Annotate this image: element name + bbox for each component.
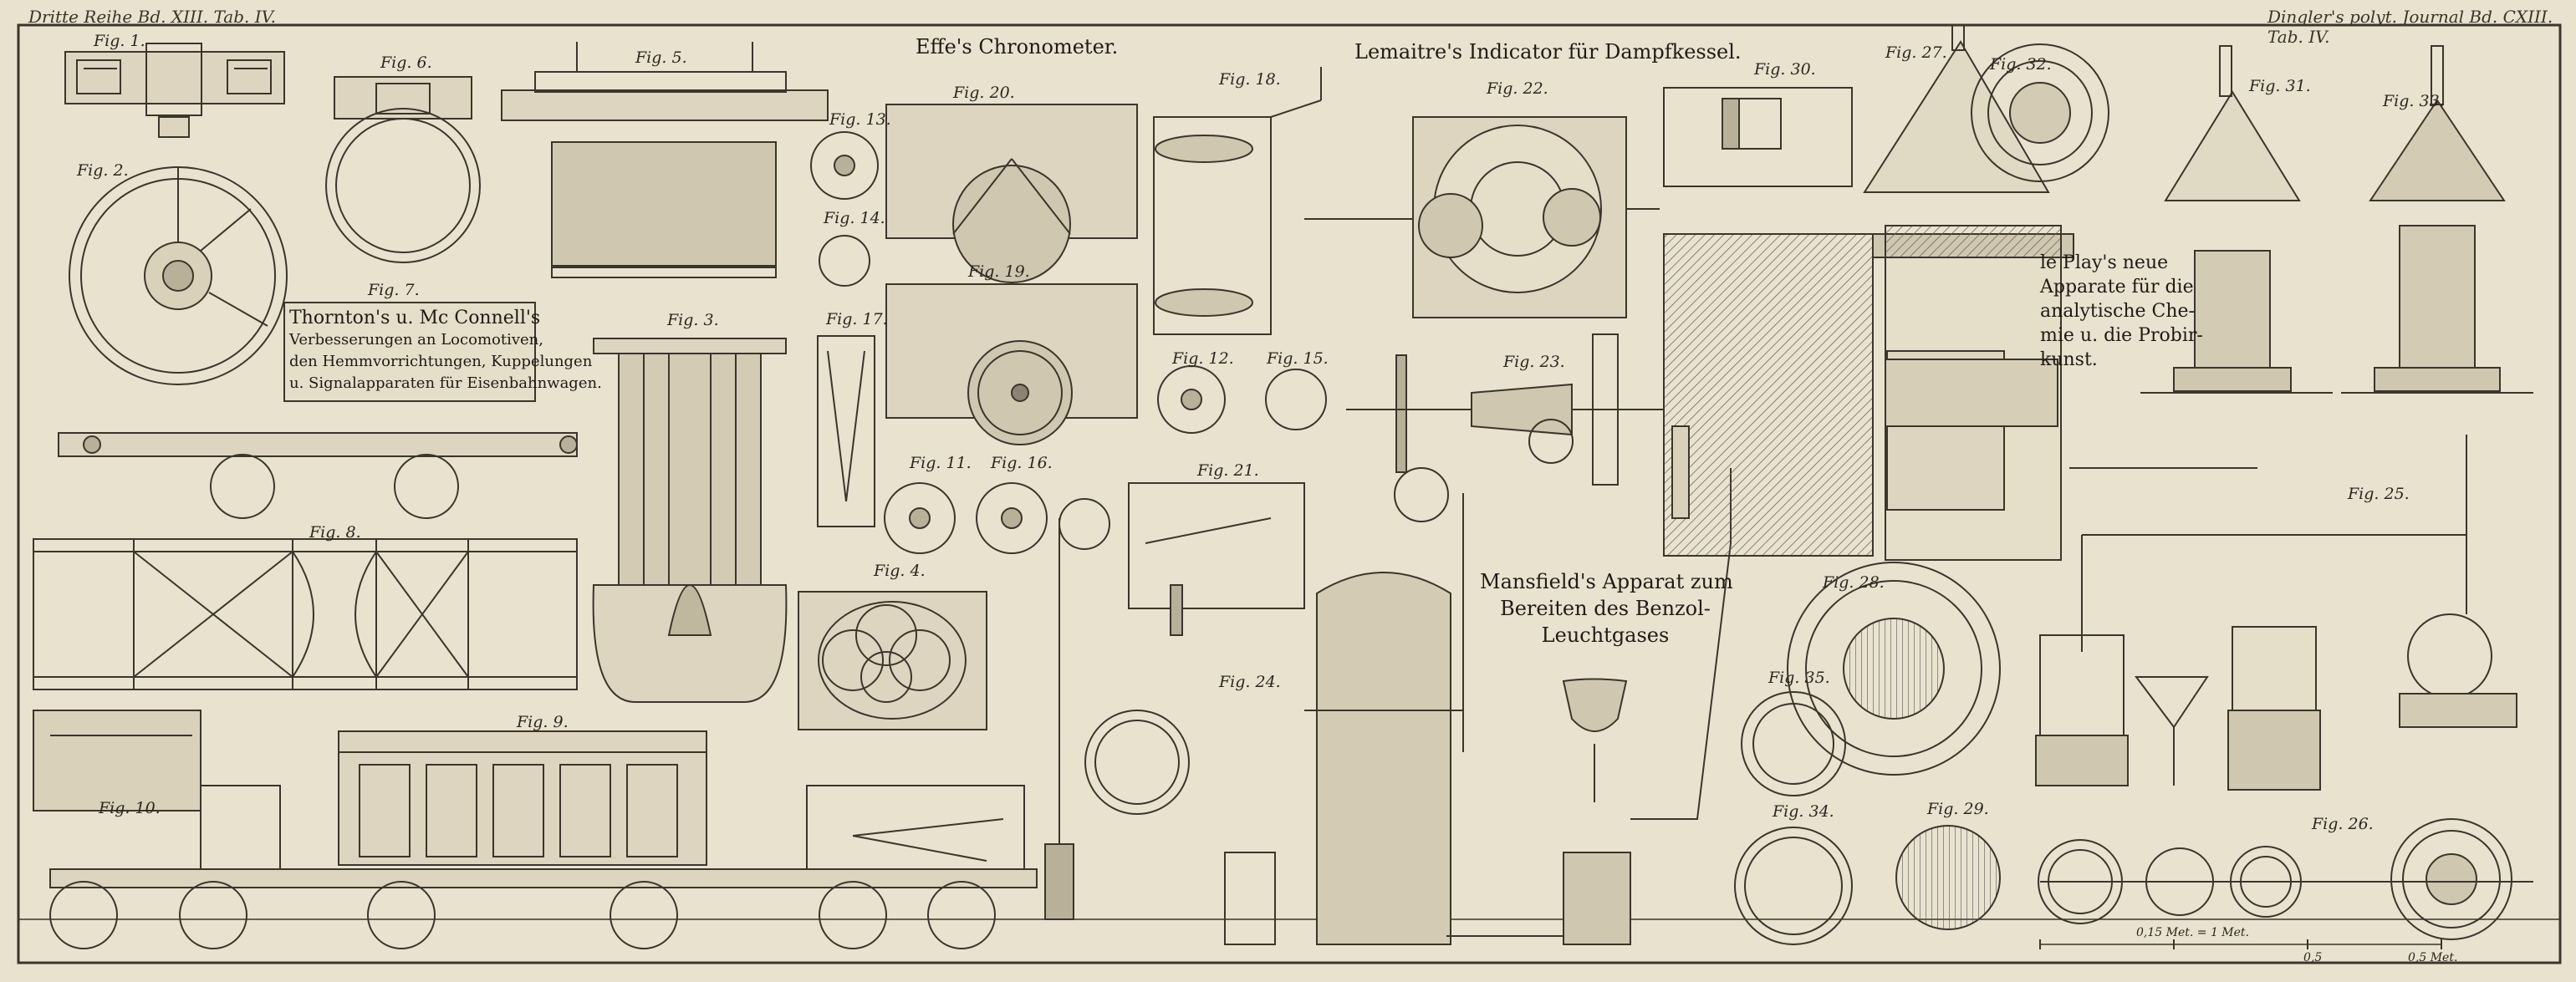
brake-lever-drawing	[806, 785, 1025, 870]
fig19-drawing	[885, 283, 1138, 445]
fig20-label: Fig. 20.	[953, 84, 1015, 102]
title-mansfield-line-1: Mansfield's Apparat zum	[1480, 570, 1733, 593]
fig12-drawing	[1157, 365, 1226, 434]
fig13-label: Fig. 13.	[829, 110, 891, 129]
title-leplay: le Play's neue Apparate für die analytis…	[2040, 251, 2203, 372]
fig15-label: Fig. 15.	[1267, 349, 1329, 368]
fig1-drawing	[64, 43, 285, 138]
fig34-label: Fig. 34.	[1773, 802, 1834, 821]
fig28-drawing	[1787, 562, 2001, 776]
title-thornton-line-1: Thornton's u. Mc Connell's	[289, 308, 541, 328]
fig17-label: Fig. 17.	[826, 310, 888, 328]
fig7-label: Fig. 7.	[368, 281, 420, 299]
fig1-label: Fig. 1.	[94, 32, 145, 50]
title-effe: Effe's Chronometer.	[916, 35, 1119, 59]
fig22-drawing	[1304, 116, 1660, 318]
fig19-label: Fig. 19.	[968, 262, 1030, 281]
fig8-drawing	[33, 538, 578, 690]
fig14-label: Fig. 14.	[824, 209, 885, 227]
fig23-drawing	[1346, 333, 1664, 486]
fig23-label: Fig. 23.	[1503, 353, 1565, 371]
fig3-drawing	[592, 338, 788, 703]
title-leplay-line-4: mie u. die Probir-	[2040, 325, 2203, 346]
fig16-drawing	[976, 482, 1048, 554]
title-thornton-line-2: Verbesserungen an Locomotiven,	[289, 331, 543, 349]
fig2-drawing	[69, 166, 288, 385]
fig5-drawing	[501, 42, 829, 278]
fig21-drawing	[1128, 482, 1305, 636]
fig32-label: Fig. 32.	[1990, 55, 2052, 74]
header-right: Dingler's polyt. Journal Bd. CXIII. Tab.…	[2267, 7, 2553, 47]
title-leplay-line-3: analytische Che-	[2040, 301, 2195, 322]
title-mansfield: Mansfield's Apparat zum Bereiten des Ben…	[1480, 568, 1733, 649]
fig27-drawing	[1663, 24, 2074, 561]
fig30-drawing	[1663, 87, 1853, 187]
fig33-label: Fig. 33.	[2383, 92, 2445, 110]
fig10-label: Fig. 10.	[99, 799, 161, 817]
scale-label-a: 0,15 Met. = 1 Met.	[2136, 926, 2250, 939]
fig2-label: Fig. 2.	[77, 161, 129, 180]
fig33-drawing	[2341, 45, 2533, 394]
fig24-label: Fig. 24.	[1219, 673, 1281, 691]
fig35-drawing	[1741, 691, 1846, 796]
title-leplay-line-5: kunst.	[2040, 349, 2098, 370]
title-mansfield-line-3: Leuchtgases	[1541, 623, 1670, 647]
fig26-label: Fig. 26.	[2312, 815, 2374, 833]
fig14-drawing	[819, 235, 870, 287]
fig10-drawing	[33, 710, 281, 870]
fig18-label: Fig. 18.	[1219, 70, 1281, 89]
fig25-drawing	[2035, 435, 2517, 791]
fig15-drawing	[1265, 369, 1327, 430]
fig32-drawing	[1971, 43, 2109, 182]
fig34-drawing	[1734, 827, 1853, 945]
fig5-label: Fig. 5.	[635, 48, 687, 67]
fig29-drawing	[1895, 825, 2001, 930]
fig35-label: Fig. 35.	[1768, 669, 1830, 687]
title-thornton: Thornton's u. Mc Connell's Verbesserunge…	[289, 308, 602, 394]
fig11-label: Fig. 11.	[910, 454, 972, 472]
scale-label-b: 0,5	[2303, 951, 2323, 964]
header-left: Dritte Reihe Bd. XIII. Tab. IV.	[28, 7, 276, 27]
fig9-drawing	[49, 730, 1038, 949]
title-thornton-line-3: den Hemmvorrichtungen, Kuppelungen	[289, 353, 593, 370]
fig31-label: Fig. 31.	[2249, 77, 2311, 95]
fig22-label: Fig. 22.	[1487, 79, 1548, 98]
fig6-label: Fig. 6.	[380, 53, 432, 72]
fig4-drawing	[798, 591, 987, 730]
title-leplay-line-2: Apparate für die	[2040, 277, 2194, 298]
fig30-label: Fig. 30.	[1754, 60, 1816, 79]
fig11-drawing	[884, 482, 956, 554]
fig13-drawing	[810, 131, 879, 200]
scale-bar	[2039, 939, 2442, 949]
fig25-label: Fig. 25.	[2348, 485, 2410, 503]
scale-label-c: 0,5 Met.	[2408, 951, 2458, 964]
title-leplay-line-1: le Play's neue	[2040, 252, 2169, 273]
title-thornton-line-4: u. Signalapparaten für Eisenbahnwagen.	[289, 374, 602, 392]
fig7-drawing	[58, 432, 578, 519]
fig12-label: Fig. 12.	[1172, 349, 1234, 368]
fig24-drawing	[1044, 467, 1732, 945]
fig21-label: Fig. 21.	[1197, 461, 1259, 480]
fig3-label: Fig. 3.	[667, 311, 719, 329]
fig18-drawing	[1153, 67, 1322, 335]
fig16-label: Fig. 16.	[991, 454, 1053, 472]
title-lemaitre: Lemaitre's Indicator für Dampfkessel.	[1354, 40, 1742, 64]
fig26-drawing	[2038, 818, 2533, 940]
fig20-drawing	[885, 104, 1138, 283]
fig27-label: Fig. 27.	[1885, 43, 1947, 62]
fig8-label: Fig. 8.	[309, 523, 361, 542]
title-mansfield-line-2: Bereiten des Benzol-	[1500, 597, 1711, 620]
fig29-label: Fig. 29.	[1927, 800, 1989, 818]
fig9-label: Fig. 9.	[517, 713, 569, 731]
fig31-drawing	[2140, 45, 2333, 394]
fig6-drawing	[325, 76, 481, 263]
fig28-label: Fig. 28.	[1823, 573, 1885, 592]
fig4-label: Fig. 4.	[874, 562, 926, 580]
fig17-drawing	[817, 335, 875, 527]
